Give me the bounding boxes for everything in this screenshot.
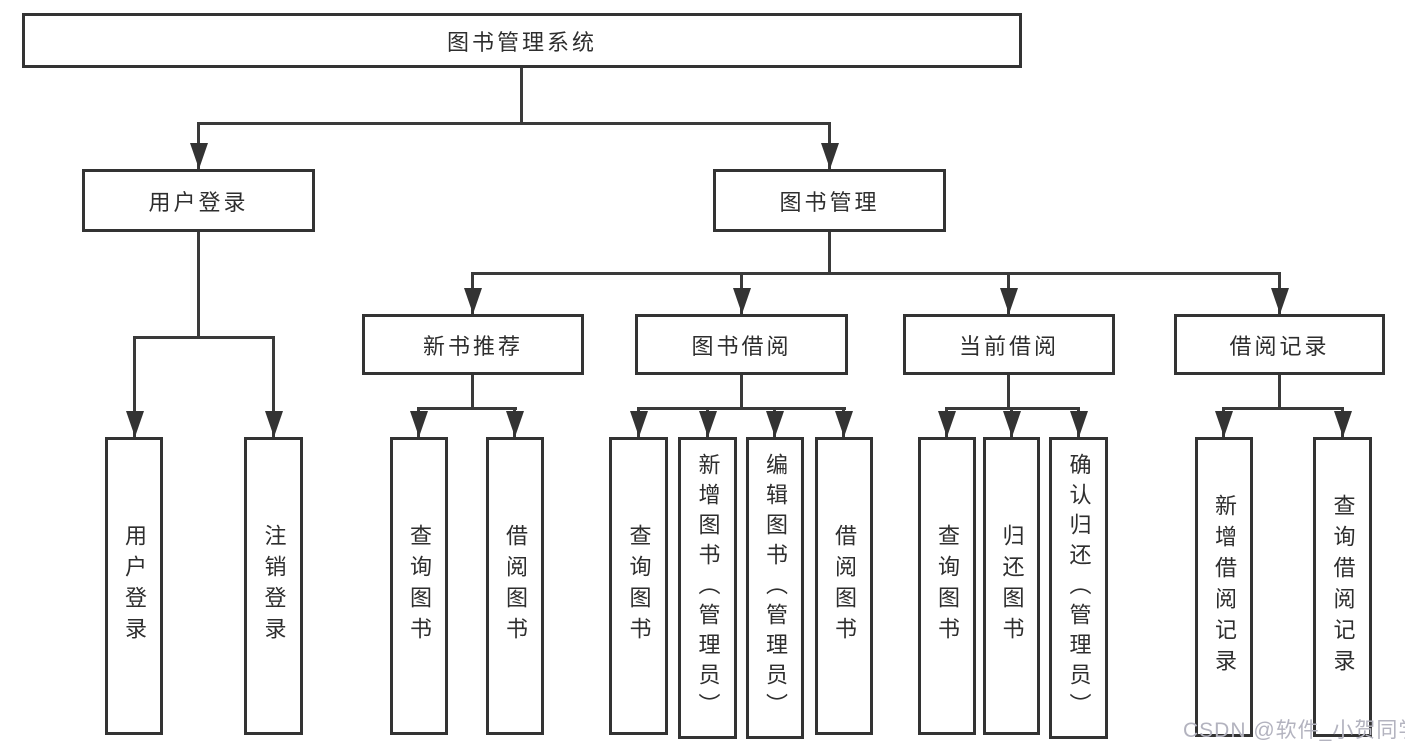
connector-line-h	[471, 272, 1281, 275]
arrowhead-down-icon	[126, 411, 144, 437]
diagram-leaf-return-book: 归还图书	[983, 437, 1040, 735]
arrowhead-down-icon	[1003, 411, 1021, 437]
node-label: 新增图书（管理员）	[695, 453, 721, 723]
arrowhead-down-icon	[265, 411, 283, 437]
diagram-leaf-add-book-admin: 新增图书（管理员）	[678, 437, 737, 739]
arrowhead-down-icon	[835, 411, 853, 437]
arrowhead-down-icon	[733, 288, 751, 314]
diagram-leaf-user-login: 用户登录	[105, 437, 163, 735]
arrowhead-down-icon	[766, 411, 784, 437]
connector-line-v	[471, 375, 474, 410]
node-label: 借阅图书	[503, 524, 528, 648]
diagram-node-current-borrowing: 当前借阅	[903, 314, 1115, 375]
connector-line-v	[828, 232, 831, 275]
node-label: 借阅记录	[1229, 333, 1330, 359]
connector-line-v	[272, 336, 275, 437]
connector-line-h	[637, 407, 846, 410]
diagram-leaf-query-borrow-record: 查询借阅记录	[1313, 437, 1372, 737]
arrowhead-down-icon	[464, 288, 482, 314]
arrowhead-down-icon	[821, 143, 839, 169]
node-label: 查询图书	[935, 524, 960, 648]
node-label: 查询借阅记录	[1330, 494, 1356, 680]
connector-line-v	[740, 375, 743, 410]
diagram-leaf-logout: 注销登录	[244, 437, 303, 735]
diagram-leaf-confirm-return-admin: 确认归还（管理员）	[1049, 437, 1108, 739]
diagram-node-root: 图书管理系统	[22, 13, 1022, 68]
diagram-node-borrow-records: 借阅记录	[1174, 314, 1385, 375]
connector-line-v	[1278, 375, 1281, 410]
arrowhead-down-icon	[938, 411, 956, 437]
node-label: 图书管理	[779, 189, 880, 215]
diagram-leaf-query-book-current: 查询图书	[918, 437, 976, 735]
node-label: 借阅图书	[832, 524, 857, 648]
diagram-leaf-borrow-book-borrowing: 借阅图书	[815, 437, 873, 735]
connector-line-v	[197, 232, 200, 339]
diagram-node-new-book-recommend: 新书推荐	[362, 314, 584, 375]
node-label: 编辑图书（管理员）	[763, 453, 788, 723]
diagram-leaf-edit-book-admin: 编辑图书（管理员）	[746, 437, 804, 739]
node-label: 图书借阅	[691, 333, 792, 359]
arrowhead-down-icon	[1334, 411, 1352, 437]
node-label: 注销登录	[261, 524, 287, 648]
diagram-node-user-login: 用户登录	[82, 169, 315, 232]
connector-line-v	[1007, 375, 1010, 410]
connector-line-h	[197, 122, 831, 125]
diagram-leaf-borrow-book-recommend: 借阅图书	[486, 437, 544, 735]
connector-line-v	[133, 336, 136, 437]
node-label: 用户登录	[148, 189, 249, 215]
diagram-leaf-query-book-recommend: 查询图书	[390, 437, 448, 735]
connector-line-h	[133, 336, 275, 339]
arrowhead-down-icon	[630, 411, 648, 437]
arrowhead-down-icon	[410, 411, 428, 437]
diagram-node-book-management: 图书管理	[713, 169, 946, 232]
node-label: 当前借阅	[958, 333, 1059, 359]
arrowhead-down-icon	[1215, 411, 1233, 437]
connector-line-v	[520, 68, 523, 122]
connector-line-h	[1222, 407, 1344, 410]
arrowhead-down-icon	[1271, 288, 1289, 314]
arrowhead-down-icon	[1000, 288, 1018, 314]
diagram-leaf-query-book-borrowing: 查询图书	[609, 437, 668, 735]
arrowhead-down-icon	[506, 411, 524, 437]
csdn-watermark: CSDN @软件_小贺同学	[1183, 719, 1405, 742]
connector-line-h	[417, 407, 517, 410]
node-label: 用户登录	[122, 524, 147, 648]
node-label: 查询图书	[626, 524, 652, 648]
node-label: 确认归还（管理员）	[1066, 453, 1092, 723]
diagram-node-book-borrowing: 图书借阅	[635, 314, 848, 375]
arrowhead-down-icon	[1070, 411, 1088, 437]
arrowhead-down-icon	[699, 411, 717, 437]
node-label: 图书管理系统	[446, 29, 597, 55]
node-label: 新增借阅记录	[1212, 494, 1237, 680]
node-label: 归还图书	[999, 524, 1025, 648]
diagram-leaf-add-borrow-record: 新增借阅记录	[1195, 437, 1253, 737]
arrowhead-down-icon	[190, 143, 208, 169]
node-label: 查询图书	[407, 524, 432, 648]
node-label: 新书推荐	[422, 333, 523, 359]
